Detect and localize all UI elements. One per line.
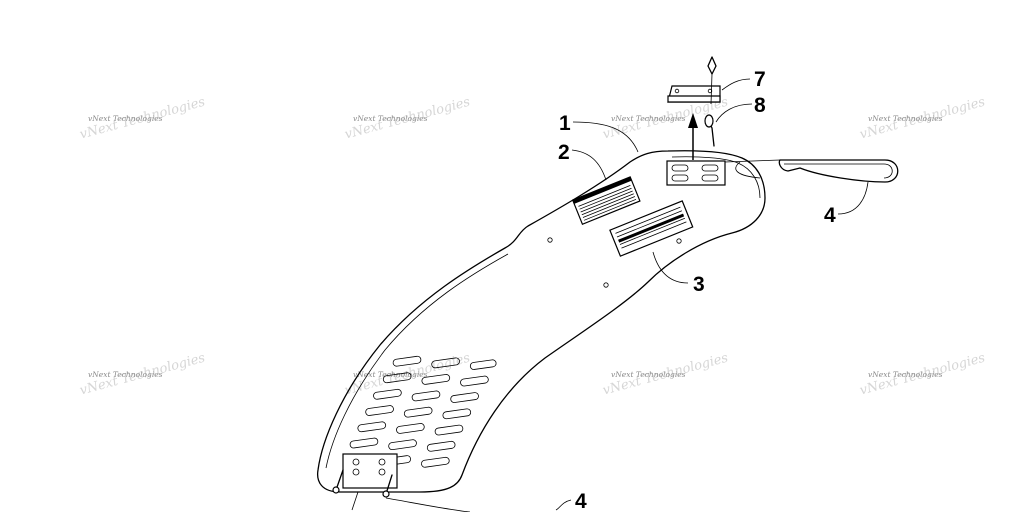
watermark: vNext Technologies vNext Technologies bbox=[78, 95, 207, 143]
svg-text:vNext Technologies: vNext Technologies bbox=[88, 114, 163, 123]
handle-part-4 bbox=[724, 159, 899, 183]
floor-panel bbox=[316, 150, 766, 493]
decal-2 bbox=[571, 176, 641, 225]
hinge-bracket-front bbox=[332, 453, 398, 498]
leader-lines bbox=[351, 78, 869, 512]
callout-4: 4 bbox=[824, 204, 836, 227]
watermark: vNext Technologies vNext Technologies bbox=[343, 95, 472, 143]
svg-text:vNext Technologies: vNext Technologies bbox=[611, 370, 686, 379]
watermarks: vNext Technologies vNext Technologies vN… bbox=[78, 95, 987, 399]
svg-text:vNext Technologies: vNext Technologies bbox=[353, 114, 428, 123]
arrow-up-icon bbox=[688, 113, 698, 160]
callouts: 1 2 3 4 7 8 4 bbox=[558, 68, 836, 512]
svg-text:vNext Technologies: vNext Technologies bbox=[88, 370, 163, 379]
watermark: vNext Technologies vNext Technologies bbox=[78, 351, 207, 399]
svg-text:vNext Technologies: vNext Technologies bbox=[868, 114, 943, 123]
svg-text:vNext Technologies: vNext Technologies bbox=[611, 114, 686, 123]
cap-part-7 bbox=[667, 85, 721, 103]
vent-slots bbox=[349, 355, 497, 468]
callout-3: 3 bbox=[693, 273, 705, 296]
callout-8: 8 bbox=[754, 94, 766, 117]
watermark: vNext Technologies vNext Technologies bbox=[858, 95, 987, 143]
watermark: vNext Technologies vNext Technologies bbox=[601, 351, 730, 399]
hinge-bracket-rear bbox=[666, 160, 726, 186]
watermark: vNext Technologies vNext Technologies bbox=[858, 351, 987, 399]
decal-3 bbox=[609, 200, 694, 257]
pin-part-8 bbox=[704, 56, 717, 147]
svg-text:vNext Technologies: vNext Technologies bbox=[353, 370, 428, 379]
callout-4-lower: 4 bbox=[575, 490, 587, 512]
callout-7: 7 bbox=[754, 68, 766, 91]
callout-2: 2 bbox=[558, 141, 570, 164]
callout-1: 1 bbox=[559, 112, 571, 135]
watermark: vNext Technologies vNext Technologies bbox=[343, 351, 472, 399]
svg-text:vNext Technologies: vNext Technologies bbox=[868, 370, 943, 379]
